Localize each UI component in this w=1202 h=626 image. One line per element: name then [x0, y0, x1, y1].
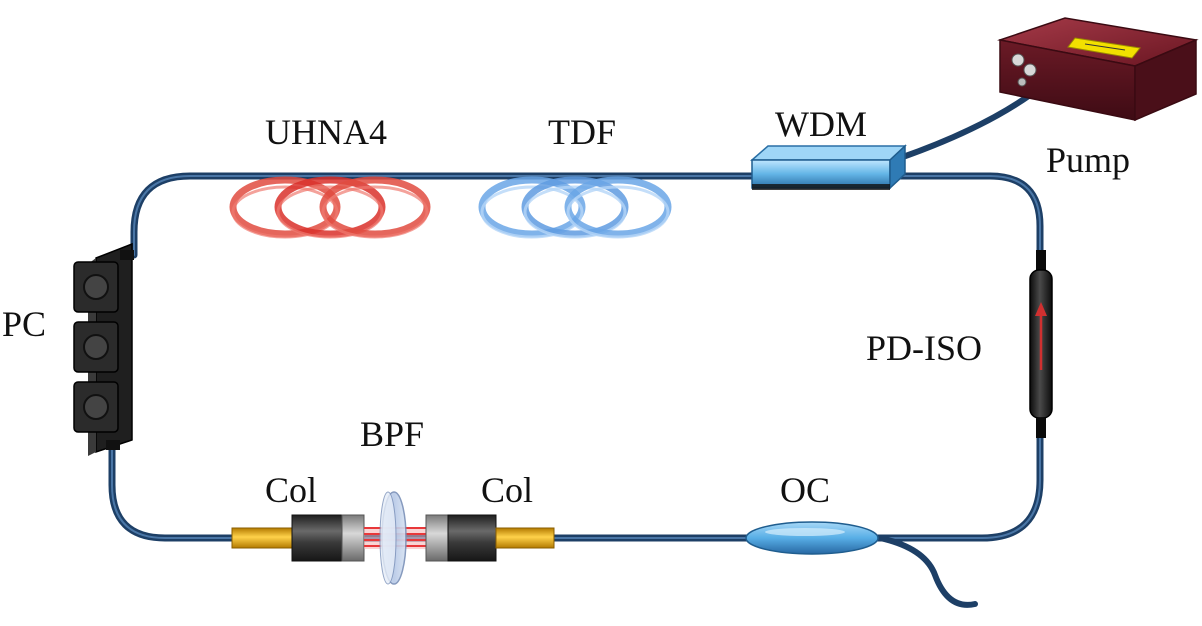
- pump-fiber: [897, 92, 1033, 161]
- pc-label: PC: [2, 304, 46, 344]
- pump-connector-icon: [1011, 53, 1037, 87]
- warning-label-icon: [1067, 37, 1141, 59]
- oc-output-fiber: [877, 535, 978, 608]
- col-right-label: Col: [481, 470, 533, 510]
- tdf-label: TDF: [548, 112, 616, 152]
- wdm-coupler: [750, 144, 907, 190]
- bpf-label: BPF: [360, 414, 424, 454]
- fiber-loop: [108, 172, 1044, 542]
- pump-laser: [997, 17, 1199, 122]
- collimator-right: [425, 514, 555, 562]
- tdf-fiber-coil: [478, 176, 672, 239]
- output-coupler: [745, 521, 879, 555]
- pd-isolator: [1029, 250, 1053, 438]
- oc-label: OC: [780, 470, 830, 510]
- polarization-controller: [73, 242, 134, 456]
- bandpass-filter: [379, 491, 407, 585]
- uhna4-fiber-coil: [229, 176, 431, 239]
- pump-label: Pump: [1046, 140, 1130, 180]
- pd-iso-label: PD-ISO: [866, 328, 982, 368]
- wdm-label: WDM: [775, 104, 867, 144]
- collimator-left: [231, 514, 365, 562]
- col-left-label: Col: [265, 470, 317, 510]
- uhna4-label: UHNA4: [265, 112, 387, 152]
